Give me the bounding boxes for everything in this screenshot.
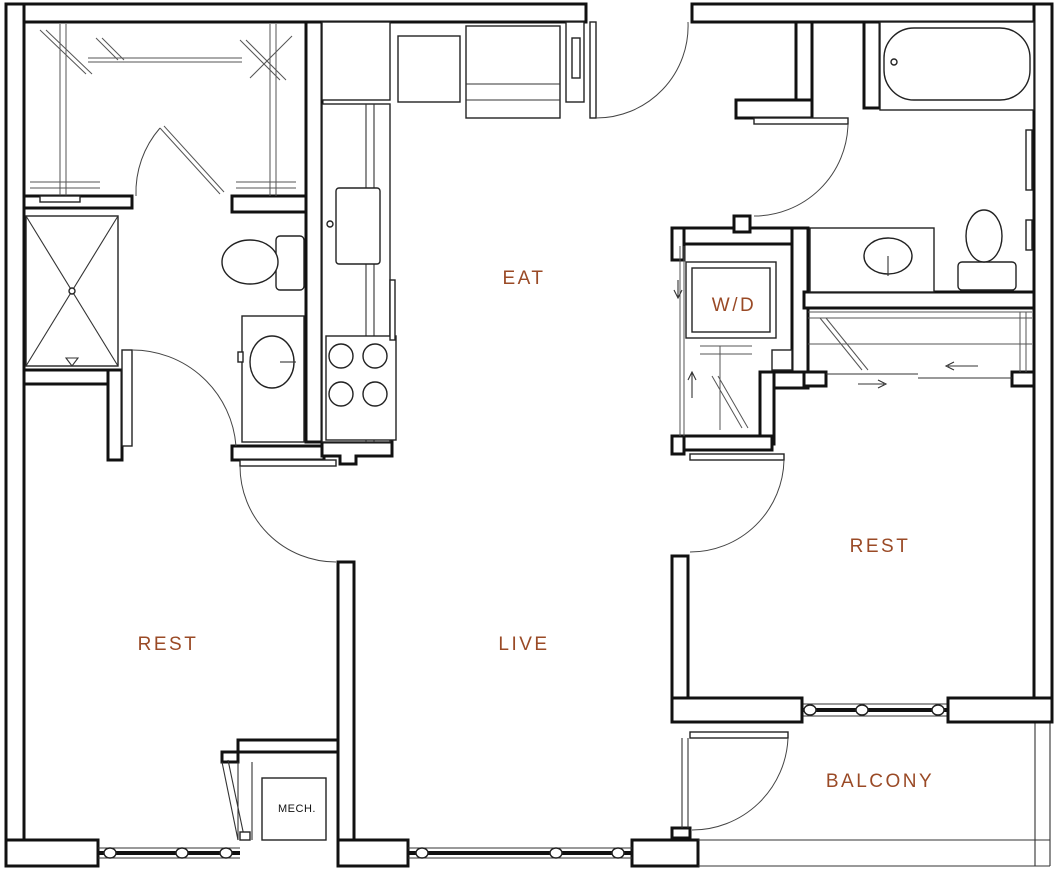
exterior-walls — [4, 2, 1054, 868]
right-bedroom-door — [689, 453, 785, 553]
window-right-bedroom — [802, 703, 948, 717]
balcony-door — [681, 731, 789, 831]
window-live — [408, 847, 632, 859]
closet-doors — [673, 246, 793, 436]
left-toilet — [221, 235, 305, 291]
right-bath-door — [753, 117, 849, 217]
left-shower-stall — [25, 215, 119, 367]
kitchen-upper-cabinets — [321, 21, 585, 119]
mech-closet — [221, 759, 327, 841]
interior-walls — [22, 20, 1054, 842]
left-bath-glass-shower — [30, 24, 296, 203]
window-left — [98, 847, 240, 859]
right-toilet — [957, 209, 1017, 291]
right-bathtub — [879, 21, 1035, 111]
label-mech: MECH. — [278, 803, 316, 815]
label-live: LIVE — [498, 634, 549, 655]
left-bath-door — [121, 349, 237, 447]
label-balcony: BALCONY — [826, 771, 934, 792]
right-closet-sliding — [808, 311, 1032, 389]
room-labels: EAT LIVE REST REST BALCONY W/D MECH. — [138, 268, 934, 815]
entry-door — [589, 21, 689, 119]
label-laundry: W/D — [712, 295, 756, 316]
right-vanity — [809, 227, 935, 293]
right-bath-fixtures-wall — [1025, 129, 1033, 251]
label-eat: EAT — [502, 268, 545, 289]
washer-dryer — [685, 261, 777, 339]
left-vanity — [237, 315, 305, 443]
kitchen-counter — [321, 103, 397, 443]
label-rest-right: REST — [850, 536, 911, 557]
left-bedroom-door — [239, 459, 337, 563]
label-rest-left: REST — [138, 634, 199, 655]
